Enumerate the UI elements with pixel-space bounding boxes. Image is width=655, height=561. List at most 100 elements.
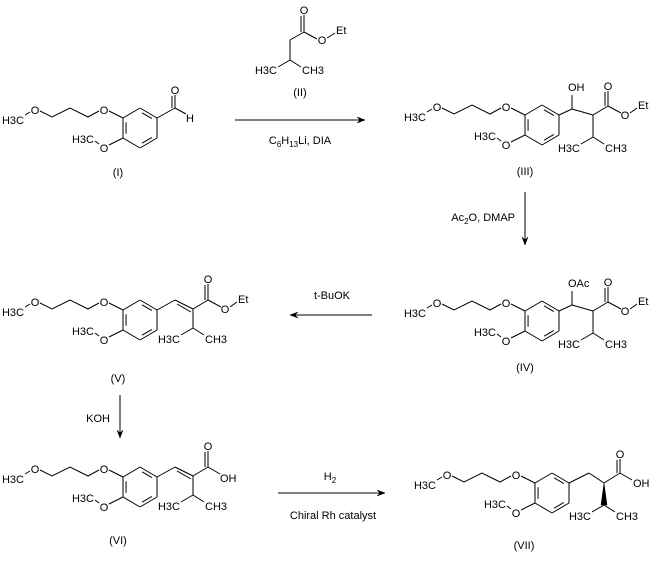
atom-label: O [433,298,442,310]
atom-label: O [31,297,40,309]
atom-label: O [221,304,230,316]
bond [510,330,526,339]
atom-label: CH3 [605,143,627,155]
bond [24,111,31,116]
bond [122,329,141,341]
bond [571,108,594,116]
atom-label: H3C [558,143,580,155]
bond [94,499,100,504]
atom-label: Et [638,296,648,308]
bond [524,134,543,146]
bond [496,333,502,338]
atom-label: H3C [474,131,496,143]
bond [592,136,605,145]
arrow-step2: Ac2O, DMAP [451,192,529,246]
bond [122,496,141,508]
atom-label: O [604,277,613,289]
bond [108,302,124,311]
bond [510,134,526,143]
bond [122,299,141,311]
atom-label: H3C [2,115,24,127]
atom-label: O [621,306,630,318]
bond [303,31,318,40]
bond [510,107,526,116]
reagent-label: H2 [324,471,337,485]
atom-label: H3C [474,327,496,339]
bond [141,471,153,479]
atom-label: O [433,102,442,114]
bond [156,299,176,311]
atom-label: CH3 [205,334,227,346]
bond [24,470,31,475]
arrowhead-icon [289,311,299,319]
atom-label: O [616,449,625,461]
bond [108,496,124,505]
atom-label: H3C [72,326,94,338]
bond [156,466,176,478]
bond [543,109,555,117]
atom-label: H3C [404,112,426,124]
reagent-label: C6H13Li, DIA [269,135,332,149]
bond [436,476,443,481]
bond [524,300,543,312]
wedge-bond [600,482,608,506]
arrow-step3: t-BuOK [289,290,372,319]
bond [326,32,336,39]
atom-label: Et [336,25,346,37]
bond [426,108,433,113]
bond [541,330,560,342]
bond [496,137,502,142]
bond [607,105,622,114]
bond [506,505,512,510]
bond [580,136,594,145]
atom-label: O [204,441,213,453]
atom-label: O [100,464,109,476]
reagent-label: Chiral Rh catalyst [290,510,376,522]
atom-label: CH3 [616,511,638,523]
atom-label: CH3 [205,501,227,513]
atom-label: CH3 [302,65,324,77]
bond [122,466,141,478]
atom-label: O [512,508,521,520]
bond [24,303,31,308]
bond [108,469,124,478]
bond [277,59,291,68]
bond [603,504,616,513]
atom-label: O [100,143,109,155]
bond [176,303,192,313]
bond [553,501,565,509]
atom-label: H3C [484,499,506,511]
propyl-chain [39,107,100,118]
arrowhead-icon [356,116,366,124]
bond [192,327,205,336]
bond [139,107,158,119]
bond [619,472,633,481]
atom-label: H [186,113,194,125]
bond [141,136,153,144]
bond [141,304,153,312]
atom-label: O [443,470,452,482]
atom-label: H3C [72,493,94,505]
bond [534,502,553,514]
reagent-label: Ac2O, DMAP [451,212,515,226]
atom-label: O [502,140,511,152]
propyl-chain [39,299,100,310]
bond [541,300,560,312]
bond [510,303,526,312]
bond [520,475,536,484]
atom-label: O [31,105,40,117]
atom-label: Et [238,294,248,306]
bond [174,107,187,115]
bond [568,472,590,484]
bond [192,466,209,477]
atom-label: CH3 [605,339,627,351]
bond [289,31,305,41]
arrowhead-icon [521,236,529,246]
bond [94,332,100,337]
compound-label: (IV) [516,362,534,374]
bond [551,502,570,514]
atom-label: O [621,110,630,122]
